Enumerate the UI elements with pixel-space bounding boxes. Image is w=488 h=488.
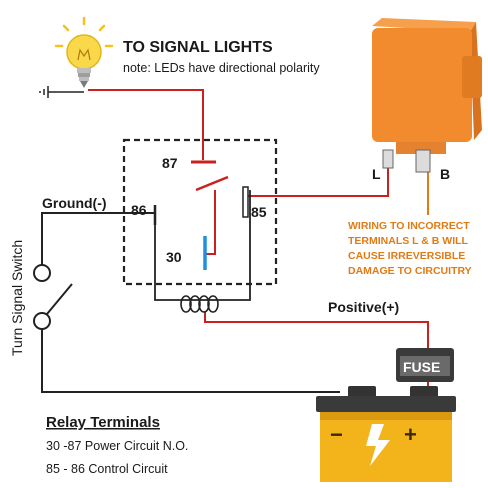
relay-pin-85-terminal	[242, 186, 249, 218]
relay-pin-30-label: 30	[166, 249, 182, 265]
relay-box	[122, 138, 278, 286]
warning-line-3: CAUSE IRREVERSIBLE	[348, 250, 465, 262]
relay-pin-85-label: 85	[251, 204, 267, 220]
fuse-label: FUSE	[403, 359, 440, 375]
warning-line-1: WIRING TO INCORRECT	[348, 220, 470, 232]
fuse-icon	[396, 348, 454, 382]
warning-line-2: TERMINALS L & B WILL	[348, 235, 469, 247]
wire-lights-to-87	[88, 89, 204, 160]
turn-signal-switch-label: Turn Signal Switch	[9, 240, 25, 356]
positive-label: Positive(+)	[328, 299, 399, 315]
flasher-terminal-b-label: B	[440, 166, 450, 182]
relay-pin-87-label: 87	[162, 155, 178, 171]
ground-label: Ground(-)	[42, 195, 107, 211]
header-note: note: LEDs have directional polarity	[123, 61, 320, 75]
wire-85-to-flasher	[248, 165, 389, 197]
turn-signal-switch-icon	[33, 264, 73, 330]
warning-line-4: DAMAGE TO CIRCUITRY	[348, 265, 472, 277]
flasher-relay-module-icon	[372, 18, 482, 173]
legend-item-2: 85 - 86 Control Circuit	[46, 462, 168, 476]
wire-ground-86	[41, 212, 155, 265]
wire-switch-to-battery	[41, 325, 340, 393]
legend-item-1: 30 -87 Power Circuit N.O.	[46, 439, 188, 453]
ground-symbol-icon	[39, 86, 49, 98]
light-bulb-icon	[54, 16, 114, 88]
relay-coil-wire	[154, 190, 251, 301]
legend-title: Relay Terminals	[46, 414, 160, 431]
battery-positive-label: +	[404, 422, 417, 447]
header-title: TO SIGNAL LIGHTS	[123, 39, 273, 56]
battery-negative-label: −	[330, 422, 343, 447]
wire-30-link	[205, 190, 216, 255]
relay-pin-86-label: 86	[131, 202, 147, 218]
wire-positive	[204, 311, 429, 395]
flasher-terminal-l-label: L	[372, 166, 381, 182]
battery-icon	[316, 386, 456, 482]
relay-switch-arm	[195, 175, 229, 192]
relay-coil-icon	[180, 295, 219, 313]
